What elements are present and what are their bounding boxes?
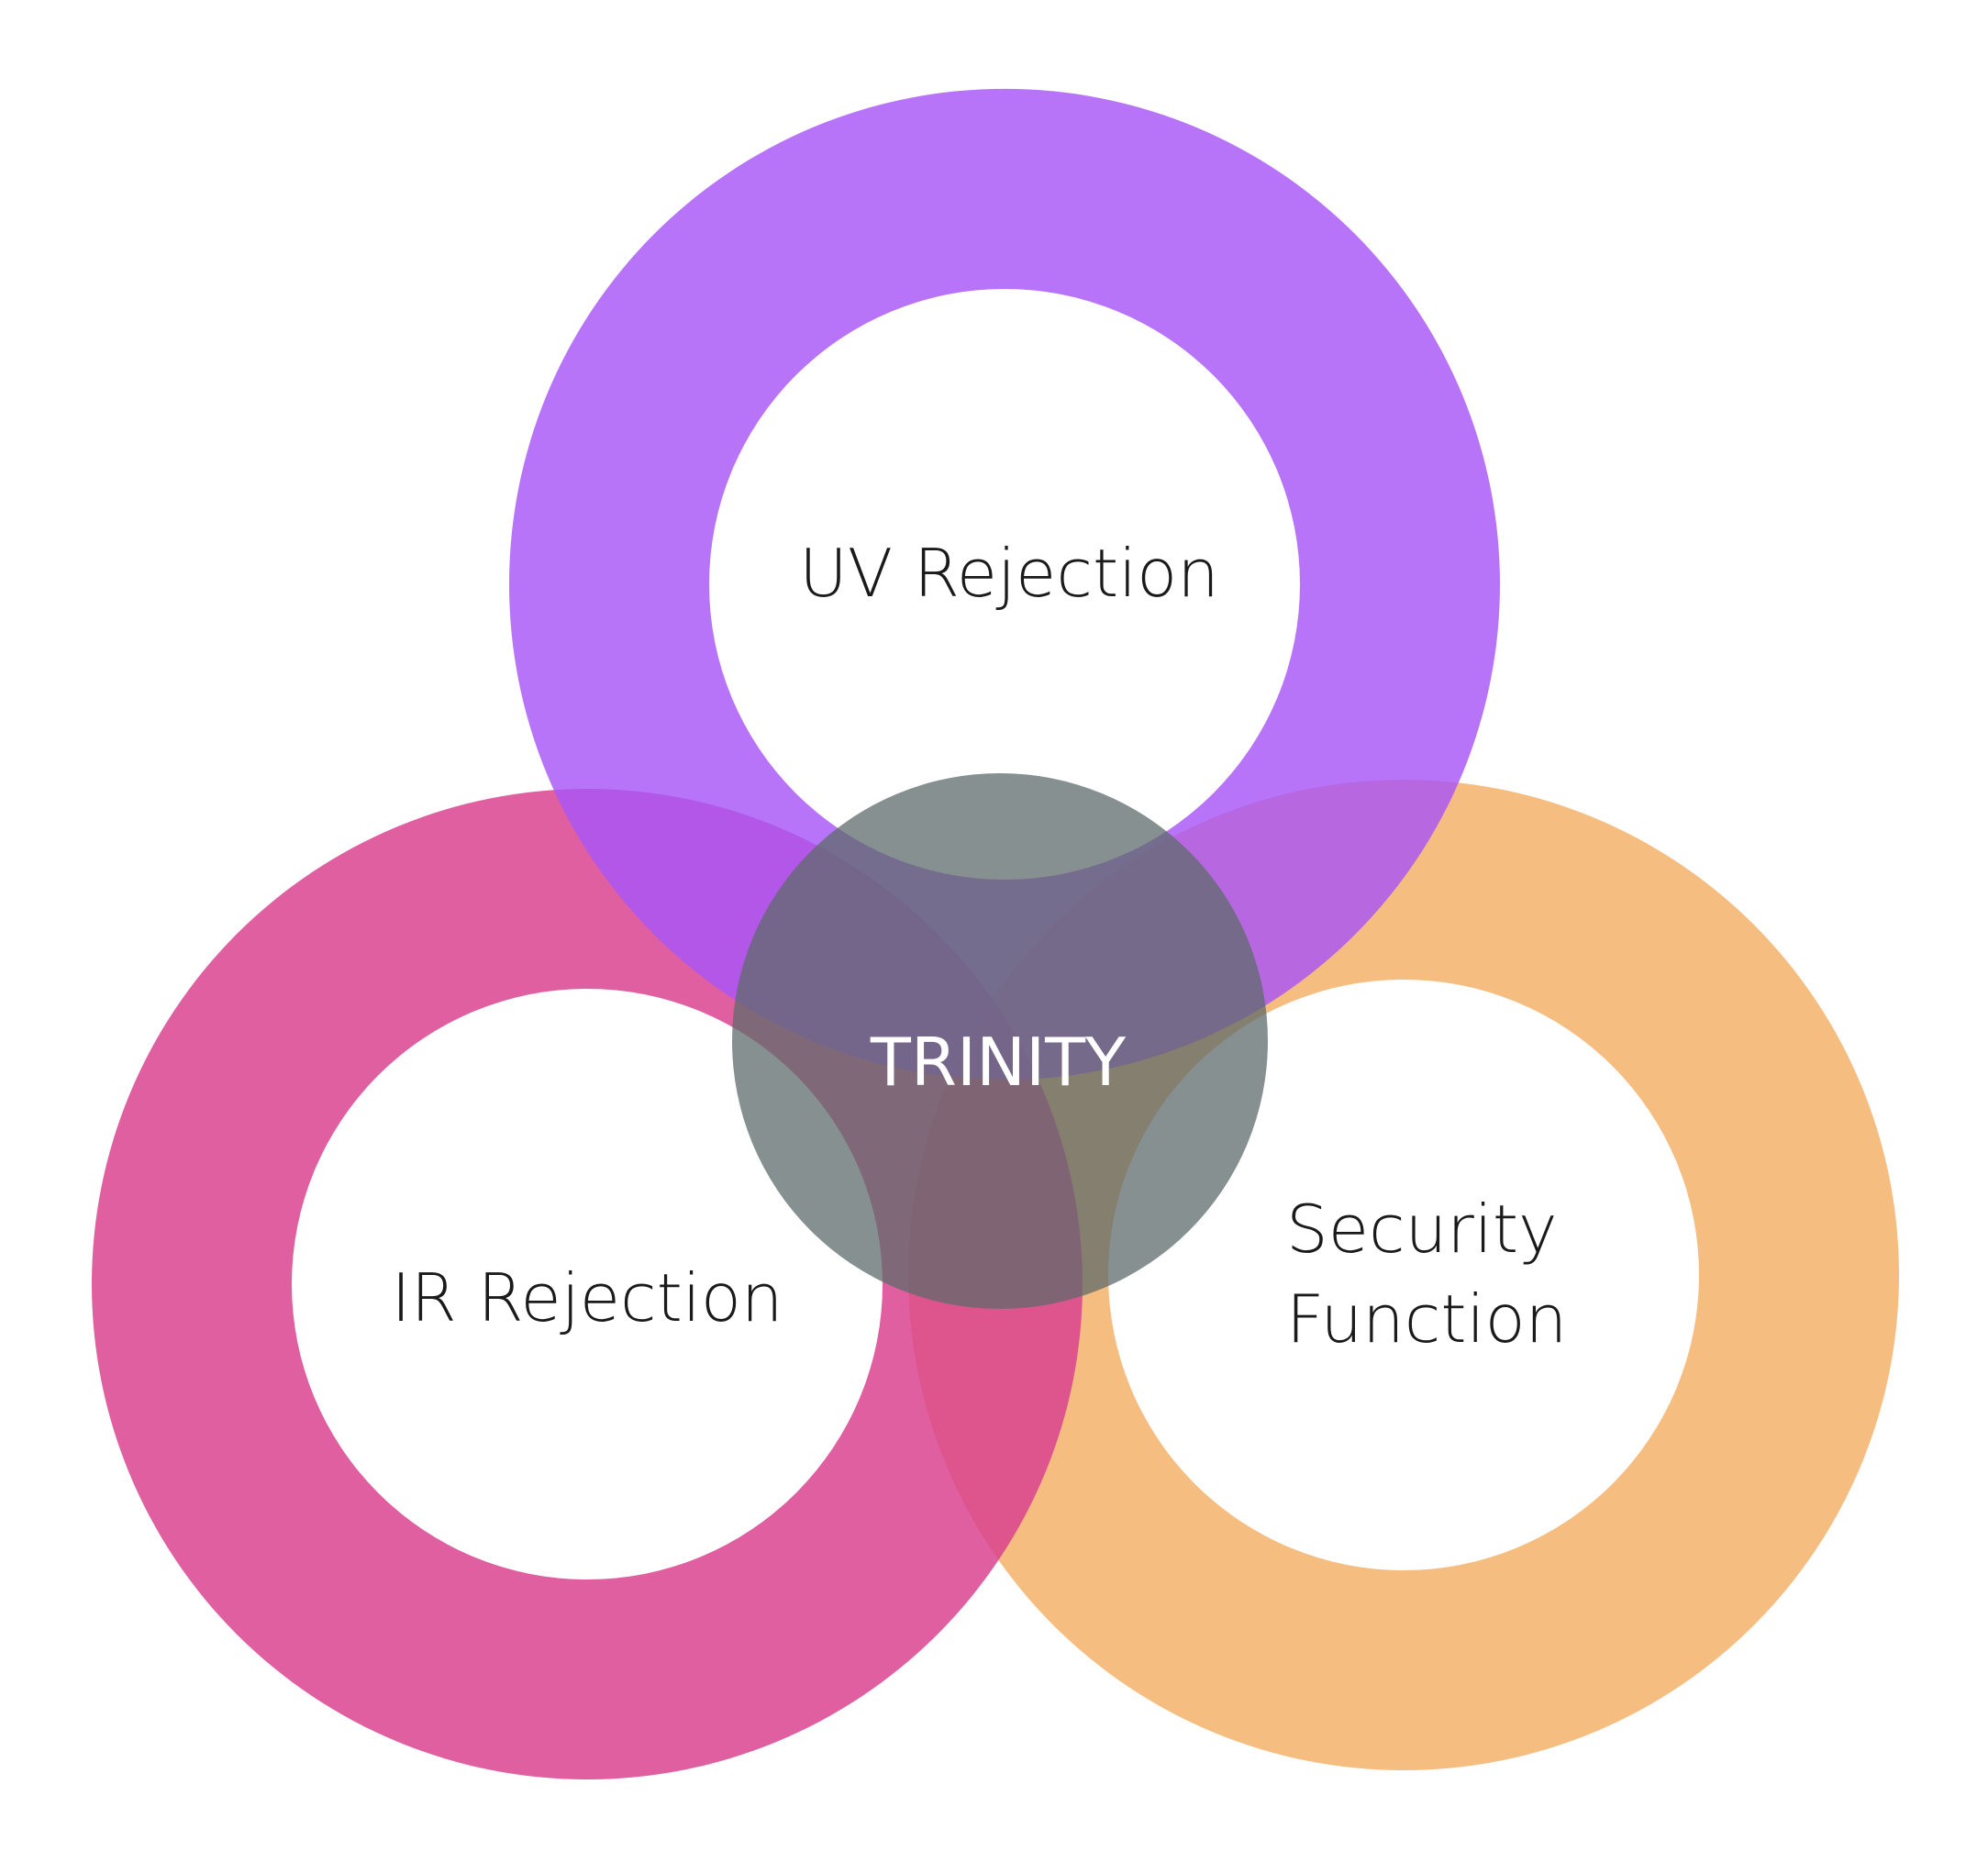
uv-rejection-ring bbox=[508, 88, 1500, 1081]
security-function-label-line-2: Function bbox=[1286, 1280, 1567, 1358]
security-function-label-line-1: Security bbox=[1286, 1191, 1558, 1268]
trinity-label: TRINITY bbox=[870, 1024, 1127, 1101]
ir-rejection-label: IR Rejection bbox=[391, 1259, 783, 1336]
trinity-center-circle bbox=[732, 773, 1268, 1309]
uv-rejection-label: UV Rejection bbox=[799, 535, 1219, 612]
